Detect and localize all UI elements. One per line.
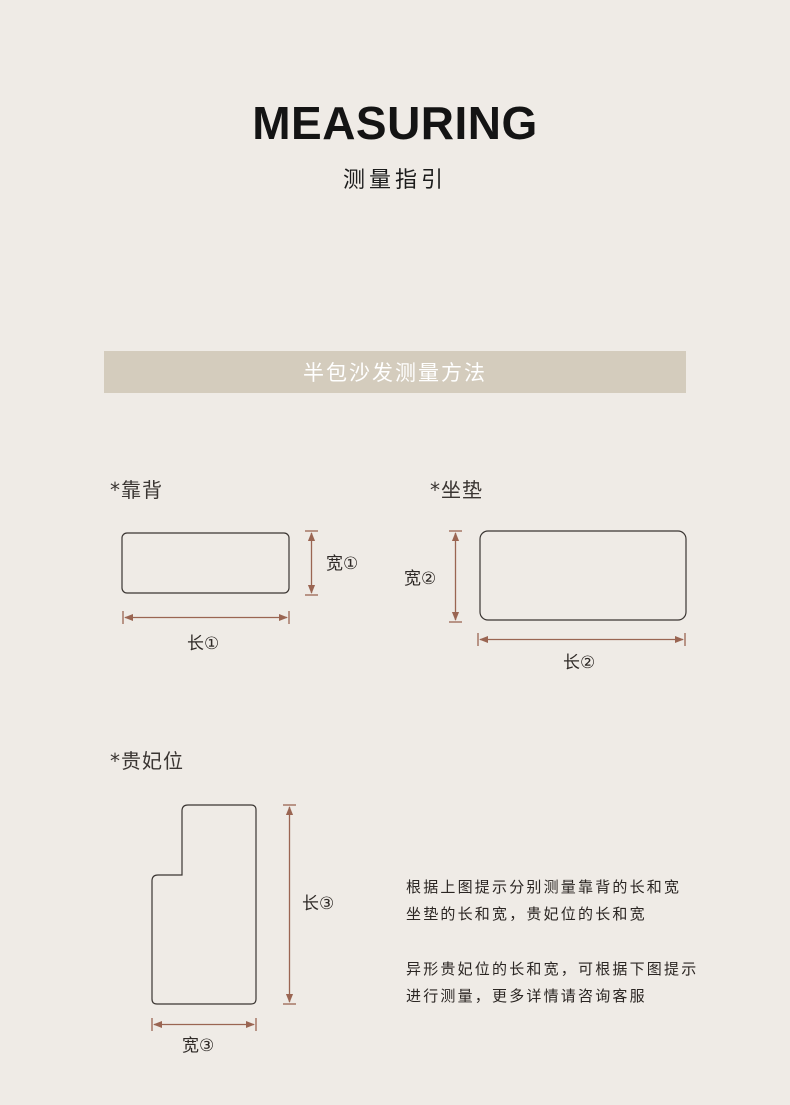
chaise-length-label: 长③ bbox=[302, 894, 335, 914]
chaise-length-dimension bbox=[283, 804, 296, 1005]
section-banner-text: 半包沙发测量方法 bbox=[303, 361, 487, 385]
note-2-line-2: 进行测量，更多详情请咨询客服 bbox=[406, 987, 647, 1005]
measuring-note-1: 根据上图提示分别测量靠背的长和宽 坐垫的长和宽，贵妃位的长和宽 bbox=[406, 874, 681, 928]
page-title: MEASURING bbox=[252, 97, 538, 149]
chaise-shape bbox=[151, 804, 257, 1005]
cushion-shape bbox=[479, 530, 687, 621]
backrest-width-label: 宽① bbox=[326, 554, 359, 574]
cushion-width-dimension bbox=[449, 530, 462, 623]
cushion-length-label: 长② bbox=[563, 653, 596, 673]
backrest-length-dimension bbox=[122, 611, 290, 624]
page-subtitle: 测量指引 bbox=[342, 168, 447, 193]
backrest-shape bbox=[121, 532, 290, 594]
note-1-line-2: 坐垫的长和宽，贵妃位的长和宽 bbox=[406, 905, 647, 923]
cushion-label: *坐垫 bbox=[430, 478, 483, 502]
backrest-label: *靠背 bbox=[110, 478, 163, 502]
note-1-line-1: 根据上图提示分别测量靠背的长和宽 bbox=[406, 878, 682, 896]
section-banner: 半包沙发测量方法 bbox=[104, 351, 686, 393]
note-2-line-1: 异形贵妃位的长和宽，可根据下图提示 bbox=[406, 960, 699, 978]
chaise-label: *贵妃位 bbox=[110, 749, 184, 773]
chaise-width-label: 宽③ bbox=[182, 1036, 215, 1056]
backrest-width-dimension bbox=[305, 530, 318, 596]
cushion-width-label: 宽② bbox=[404, 569, 437, 589]
cushion-length-dimension bbox=[477, 633, 686, 646]
backrest-length-label: 长① bbox=[187, 634, 220, 654]
measuring-note-2: 异形贵妃位的长和宽，可根据下图提示 进行测量，更多详情请咨询客服 bbox=[406, 956, 698, 1010]
chaise-width-dimension bbox=[151, 1018, 257, 1031]
